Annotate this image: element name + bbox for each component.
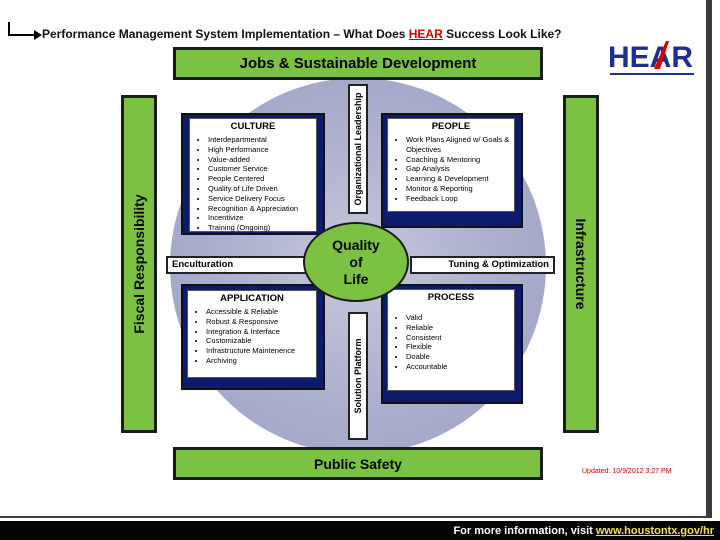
culture-box: CULTURE Interdepartmental High Performan… bbox=[181, 113, 325, 235]
application-list: Accessible & Reliable Robust & Responsiv… bbox=[188, 307, 316, 366]
list-item: Customizable bbox=[206, 336, 316, 346]
quality-of-life-circle: Quality of Life bbox=[303, 222, 409, 302]
list-item: Training (Ongoing) bbox=[208, 223, 316, 233]
list-item: Robust & Responsive bbox=[206, 317, 316, 327]
center-line-3: Life bbox=[343, 271, 369, 287]
list-item: Coaching & Mentoring bbox=[406, 155, 514, 165]
list-item: Doable bbox=[406, 352, 514, 362]
process-title: PROCESS bbox=[427, 292, 475, 303]
center-line-1: Quality bbox=[332, 237, 380, 253]
list-item: Gap Analysis bbox=[406, 164, 514, 174]
list-item: Interdepartmental bbox=[208, 135, 316, 145]
list-item: Learning & Development bbox=[406, 174, 514, 184]
application-title: APPLICATION bbox=[220, 293, 284, 304]
list-item: Integration & Interface bbox=[206, 327, 316, 337]
footer-link[interactable]: www.houstontx.gov/hr bbox=[595, 525, 714, 537]
process-list: Valid Reliable Consistent Flexible Doabl… bbox=[388, 313, 514, 372]
organizational-leadership-label: Organizational Leadership bbox=[353, 92, 363, 206]
list-item: Feedback Loop bbox=[406, 194, 514, 204]
list-item: High Performance bbox=[208, 145, 316, 155]
people-panel: PEOPLE Work Plans Aligned w/ Goals & Obj… bbox=[387, 118, 515, 212]
application-panel: APPLICATION Accessible & Reliable Robust… bbox=[187, 290, 317, 378]
list-item: Reliable bbox=[406, 323, 514, 333]
application-box: APPLICATION Accessible & Reliable Robust… bbox=[181, 284, 325, 390]
band-top: Jobs & Sustainable Development bbox=[173, 47, 543, 80]
updated-timestamp: Updated: 10/9/2012 3:27 PM bbox=[582, 468, 672, 475]
hear-logo: HEAR bbox=[608, 41, 694, 75]
band-left: Fiscal Responsibility bbox=[121, 95, 157, 433]
enculturation-bar: Enculturation bbox=[166, 256, 308, 274]
culture-list: Interdepartmental High Performance Value… bbox=[190, 135, 316, 233]
title-prefix: Performance Management System Implementa… bbox=[42, 27, 409, 41]
people-list: Work Plans Aligned w/ Goals & Objectives… bbox=[388, 135, 514, 204]
culture-panel: CULTURE Interdepartmental High Performan… bbox=[189, 118, 317, 232]
title-hear: HEAR bbox=[408, 27, 443, 41]
logo-text: HEAR bbox=[608, 41, 693, 74]
center-line-2: of bbox=[349, 254, 363, 270]
list-item: Flexible bbox=[406, 342, 514, 352]
list-item: Consistent bbox=[406, 333, 514, 343]
list-item: Customer Service bbox=[208, 164, 316, 174]
list-item: Monitor & Reporting bbox=[406, 184, 514, 194]
band-left-label: Fiscal Responsibility bbox=[131, 194, 147, 334]
culture-title: CULTURE bbox=[230, 121, 276, 132]
logo-underline bbox=[610, 73, 694, 75]
title-suffix: Success Look Like? bbox=[442, 27, 562, 41]
solution-platform-bar: Solution Platform bbox=[348, 312, 368, 440]
title-arrow-shaft bbox=[8, 34, 38, 36]
band-right-label: Infrastructure bbox=[573, 218, 589, 310]
list-item: People Centered bbox=[208, 174, 316, 184]
list-item: Infrastructure Maintenence bbox=[206, 346, 316, 356]
arrow-right-icon bbox=[34, 30, 42, 40]
list-item: Valid bbox=[406, 313, 514, 323]
footer-text: For more information, visit www.houstont… bbox=[453, 525, 714, 537]
list-item: Service Delivery Focus bbox=[208, 194, 316, 204]
people-title: PEOPLE bbox=[431, 121, 471, 132]
list-item: Value-added bbox=[208, 155, 316, 165]
list-item: Incentivize bbox=[208, 213, 316, 223]
footer-label: For more information, visit bbox=[453, 525, 596, 537]
list-item: Quality of Life Driven bbox=[208, 184, 316, 194]
process-panel: PROCESS Valid Reliable Consistent Flexib… bbox=[387, 289, 515, 391]
page-title: Performance Management System Implementa… bbox=[42, 27, 562, 41]
list-item: Accessible & Reliable bbox=[206, 307, 316, 317]
organizational-leadership-bar: Organizational Leadership bbox=[348, 84, 368, 214]
band-right: Infrastructure bbox=[563, 95, 599, 433]
list-item: Accountable bbox=[406, 362, 514, 372]
list-item: Work Plans Aligned w/ Goals & Objectives bbox=[406, 135, 514, 155]
band-bottom: Public Safety bbox=[173, 447, 543, 480]
title-arrow-stem bbox=[8, 22, 10, 36]
people-box: PEOPLE Work Plans Aligned w/ Goals & Obj… bbox=[381, 113, 523, 228]
tuning-optimization-bar: Tuning & Optimization bbox=[410, 256, 555, 274]
list-item: Recognition & Appreciation bbox=[208, 204, 316, 214]
solution-platform-label: Solution Platform bbox=[353, 338, 363, 414]
process-box: PROCESS Valid Reliable Consistent Flexib… bbox=[381, 284, 523, 404]
list-item: Archiving bbox=[206, 356, 316, 366]
logo-swoosh bbox=[654, 41, 669, 69]
footer-bar bbox=[0, 521, 720, 540]
